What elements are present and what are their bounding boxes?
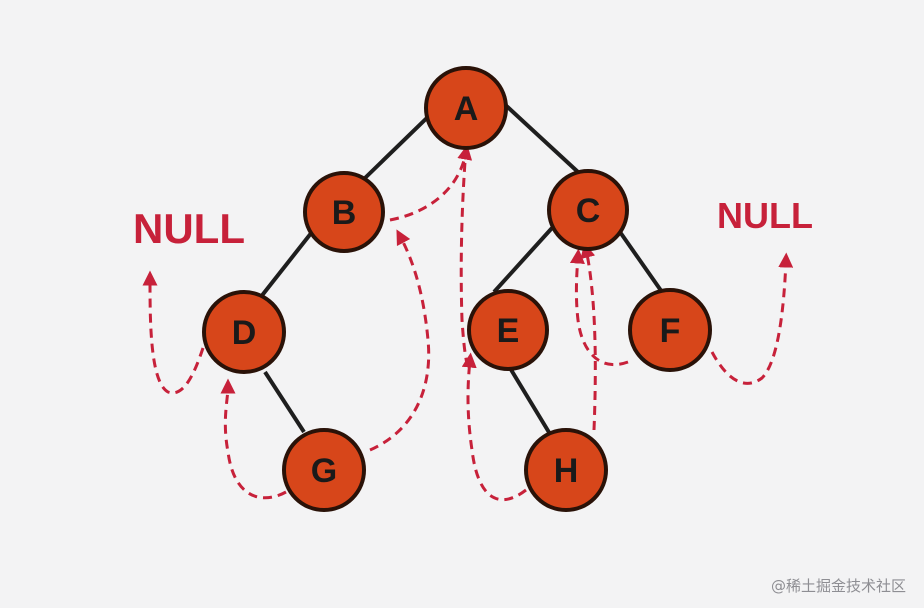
node-label-E: E (497, 312, 520, 350)
thread-H-to-C (580, 242, 597, 431)
node-H: H (524, 428, 608, 512)
node-label-F: F (660, 312, 681, 350)
thread-F-to-null-right (710, 252, 794, 385)
tree-nodes: A B C D E F G H (202, 66, 712, 512)
edge-C-F (618, 230, 664, 294)
node-G: G (282, 428, 366, 512)
node-label-B: B (332, 194, 357, 232)
node-label-A: A (454, 90, 479, 128)
edge-B-D (258, 230, 314, 300)
node-F: F (628, 288, 712, 372)
node-label-G: G (311, 452, 337, 490)
null-label-right: NULL (717, 195, 813, 236)
node-E: E (467, 289, 549, 371)
node-label-C: C (576, 192, 601, 230)
node-D: D (202, 290, 286, 374)
node-B: B (303, 171, 385, 253)
thread-F-to-C (569, 248, 629, 367)
null-label-left: NULL (133, 205, 245, 252)
thread-A-vertical (459, 147, 470, 369)
edge-D-G (263, 370, 306, 434)
edge-E-H (508, 366, 552, 436)
thread-B-to-A (389, 144, 473, 222)
edge-A-C (498, 98, 580, 174)
watermark-text: @稀土掘金技术社区 (770, 577, 906, 595)
thread-G-to-B (369, 229, 431, 452)
node-A: A (424, 66, 508, 150)
node-label-H: H (554, 452, 579, 490)
thread-arrows (142, 144, 794, 501)
edge-A-B (363, 110, 435, 180)
edge-C-E (492, 226, 554, 294)
thread-D-to-null-left (142, 270, 205, 395)
thread-G-to-D (220, 378, 287, 500)
tree-edges (258, 98, 664, 436)
node-C: C (547, 169, 629, 251)
node-label-D: D (232, 314, 257, 352)
thread-H-to-E (461, 352, 527, 501)
